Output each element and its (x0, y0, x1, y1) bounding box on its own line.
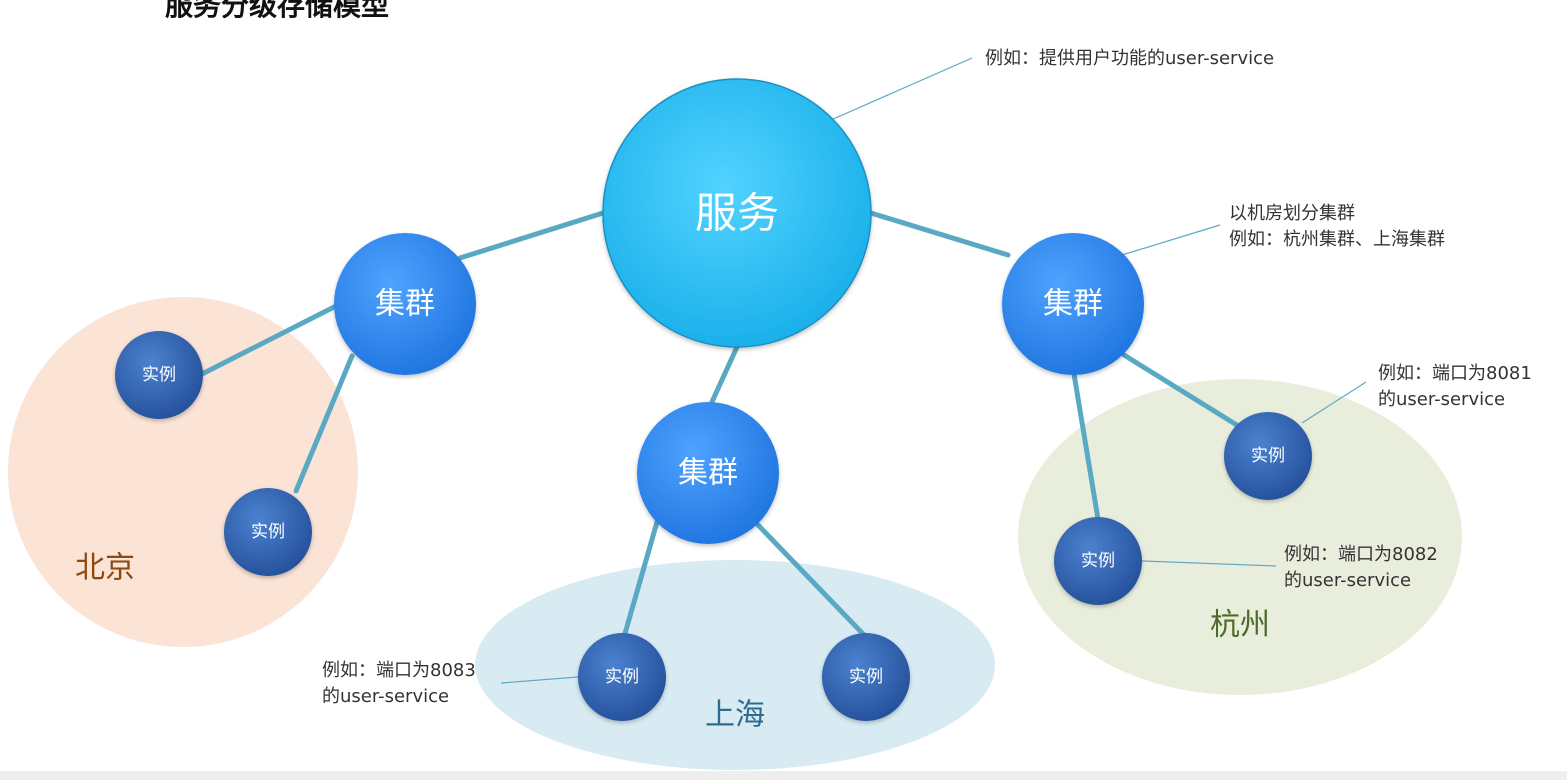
note-8083-line1: 例如：端口为8083 (322, 660, 476, 681)
cluster-node-center-label: 集群 (678, 456, 738, 491)
instance-node-beijing-1-label: 实例 (142, 365, 176, 385)
instance-node-hangzhou-1-label: 实例 (1251, 446, 1285, 466)
instance-node-beijing-2-label: 实例 (251, 522, 285, 542)
instance-node-shanghai-2-label: 实例 (849, 667, 883, 687)
note-8081-line1: 例如：端口为8081 (1378, 363, 1532, 384)
instance-node-shanghai-1[interactable]: 实例 (578, 633, 666, 721)
note-line-8082 (1141, 560, 1277, 567)
edge-cluster-center-instance-sh-1 (621, 519, 660, 640)
region-hangzhou (1018, 379, 1462, 695)
instance-node-beijing-1[interactable]: 实例 (115, 331, 203, 419)
note-instance-8083: 例如：端口为8083 的user-service (322, 658, 476, 710)
page-title: 服务分级存储模型 (165, 0, 390, 22)
edge-cluster-left-instance-bj-1 (199, 302, 341, 377)
cluster-node-left-label: 集群 (375, 287, 435, 322)
service-node-label: 服务 (695, 189, 779, 238)
annotation-lines (500, 57, 1367, 684)
edge-cluster-right-instance-hz-2 (1071, 371, 1101, 522)
bottom-strip (0, 771, 1567, 780)
edge-service-cluster-left (457, 210, 606, 261)
region-label-hangzhou: 杭州 (1210, 608, 1270, 643)
note-instance-8081: 例如：端口为8081 的user-service (1378, 361, 1532, 413)
edge-cluster-center-instance-sh-2 (755, 522, 869, 640)
cluster-node-right-label: 集群 (1043, 287, 1103, 322)
instance-node-hangzhou-2[interactable]: 实例 (1054, 517, 1142, 605)
note-8082-line1: 例如：端口为8082 (1284, 544, 1438, 565)
note-line-8083 (500, 676, 579, 684)
note-line-cluster (1121, 224, 1221, 256)
service-node[interactable]: 服务 (602, 78, 872, 348)
edge-service-cluster-right (868, 210, 1011, 258)
instance-node-hangzhou-1[interactable]: 实例 (1224, 412, 1312, 500)
cluster-node-left[interactable]: 集群 (334, 233, 476, 375)
note-8082-line2: 的user-service (1284, 570, 1412, 591)
instance-node-shanghai-1-label: 实例 (605, 667, 639, 687)
instance-node-beijing-2[interactable]: 实例 (224, 488, 312, 576)
cluster-node-center[interactable]: 集群 (637, 402, 779, 544)
note-cluster: 以机房划分集群 例如：杭州集群、上海集群 (1229, 201, 1445, 253)
edge-service-cluster-center (708, 344, 740, 407)
cluster-node-right[interactable]: 集群 (1002, 233, 1144, 375)
connectors (199, 210, 1243, 640)
note-8083-line2: 的user-service (322, 686, 450, 707)
instance-node-hangzhou-2-label: 实例 (1081, 551, 1115, 571)
note-instance-8082: 例如：端口为8082 的user-service (1284, 542, 1438, 594)
note-service: 例如：提供用户功能的user-service (985, 46, 1274, 72)
note-line-service (830, 57, 973, 121)
instance-node-shanghai-2[interactable]: 实例 (822, 633, 910, 721)
note-cluster-line1: 以机房划分集群 (1229, 203, 1355, 224)
note-cluster-line2: 例如：杭州集群、上海集群 (1229, 229, 1445, 250)
note-8081-line2: 的user-service (1378, 389, 1506, 410)
edge-cluster-right-instance-hz-1 (1121, 352, 1243, 430)
region-label-beijing: 北京 (75, 551, 135, 586)
edge-cluster-left-instance-bj-2 (293, 353, 355, 494)
note-line-8081 (1301, 381, 1367, 424)
region-shanghai (475, 560, 995, 770)
region-label-shanghai: 上海 (705, 698, 765, 733)
note-service-text: 例如：提供用户功能的user-service (985, 48, 1275, 69)
